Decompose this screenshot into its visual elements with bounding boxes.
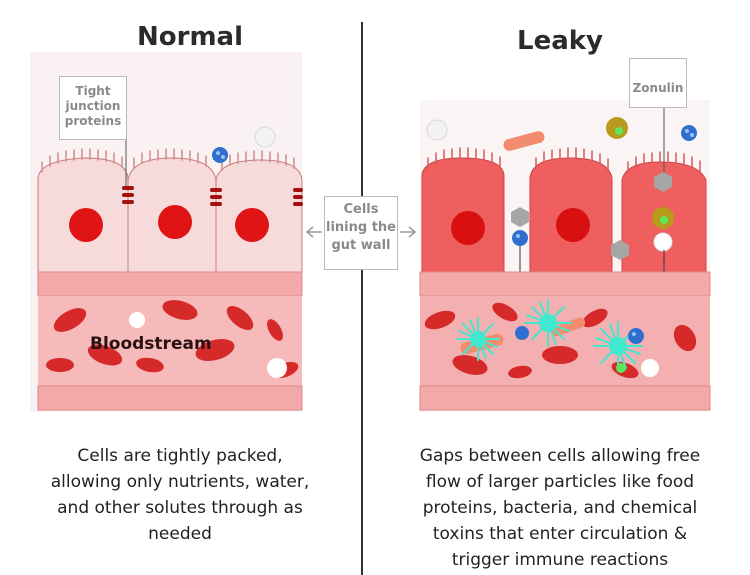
leaky-microvilli (427, 147, 701, 173)
nucleus (158, 205, 192, 239)
nucleus (556, 208, 590, 242)
normal-title: Normal (137, 22, 243, 52)
tight-junctions (122, 186, 303, 206)
food-protein-particle (503, 131, 545, 151)
nucleus (69, 208, 103, 242)
white-particle (653, 232, 673, 252)
normal-vessel-top-wall (37, 271, 303, 297)
normal-nuclei (69, 205, 269, 242)
bloodstream-label: Bloodstream (90, 334, 212, 354)
nucleus (451, 211, 485, 245)
tight-junction (293, 188, 303, 192)
leaky-vessel-top-wall (419, 271, 711, 297)
zonulin-molecule (511, 207, 529, 227)
zonulin-molecule (611, 240, 629, 260)
tight-junction (210, 188, 222, 192)
bacteria-particle (512, 230, 528, 246)
white-particle (129, 312, 145, 328)
bacteria-particle (212, 147, 228, 163)
solute-particle (426, 119, 448, 141)
white-particle (267, 358, 287, 378)
zonulin-callout: Zonulin (629, 58, 687, 108)
leaky-vessel-bottom-wall (419, 385, 711, 411)
bacteria-particle (628, 328, 644, 344)
normal-microvilli (41, 148, 295, 173)
solute-particle (254, 126, 276, 148)
white-particle (641, 359, 659, 377)
panel-divider (361, 22, 363, 575)
left-arrow-icon (305, 226, 314, 238)
food-protein-particle (550, 317, 586, 337)
zonulin-molecule (654, 172, 672, 192)
right-arrow-icon (408, 226, 417, 238)
bacteria-particle (515, 326, 529, 340)
tight-junction (122, 186, 134, 190)
normal-caption: Cells are tightly packed, allowing only … (50, 446, 310, 544)
bacteria-particle (681, 125, 697, 141)
leaky-nuclei (451, 208, 590, 245)
leaky-title: Leaky (517, 26, 603, 56)
normal-vessel-bottom-wall (37, 385, 303, 411)
leaky-caption: Gaps between cells allowing free flow of… (419, 446, 701, 570)
toxin-particle (616, 363, 626, 373)
gut-wall-label: Cells lining the gut wall (324, 196, 398, 270)
nucleus (235, 208, 269, 242)
tight-junction-callout: Tight junction proteins (59, 76, 127, 140)
